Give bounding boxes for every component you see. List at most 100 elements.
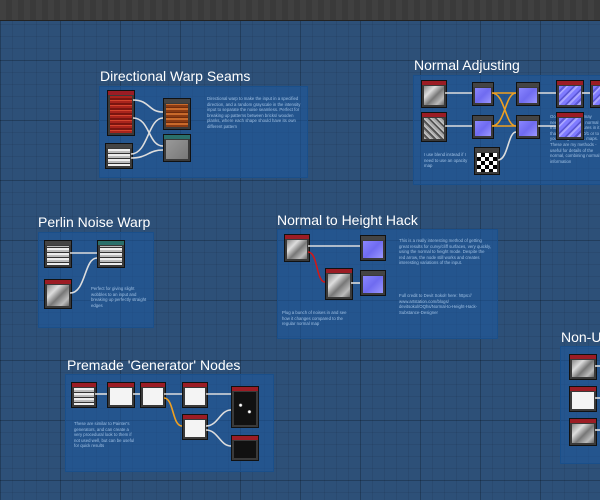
wire — [205, 429, 232, 447]
wire — [205, 409, 232, 427]
wire — [491, 92, 517, 127]
frame-note: Perfect for giving slight wobbles to an … — [91, 286, 147, 308]
frame-note-left: I use blend instead if I need to use an … — [424, 152, 468, 169]
node-header — [570, 419, 596, 423]
normal-map-node[interactable] — [360, 235, 386, 261]
frame-note: These are similar to Painter's generator… — [74, 421, 135, 449]
node-header — [232, 436, 258, 440]
node-header — [591, 81, 600, 85]
node-header — [232, 387, 258, 391]
wire — [132, 99, 164, 113]
node-header — [517, 116, 539, 120]
node-thumbnail — [100, 246, 122, 265]
normal-node-1[interactable] — [472, 82, 494, 106]
node-thumbnail — [287, 240, 307, 259]
frame-note-credit: Full credit to Devit Sokol! here: https:… — [399, 293, 478, 315]
grayscale-node[interactable] — [105, 143, 133, 169]
node-header — [517, 83, 539, 87]
node-thumbnail — [110, 96, 132, 133]
normal-output-node-2[interactable] — [556, 112, 584, 140]
generator-output-node-1[interactable] — [231, 386, 259, 428]
height-normal-node[interactable] — [360, 270, 386, 296]
generator-output-node-2[interactable] — [231, 435, 259, 461]
frame-title-premade-generator: Premade 'Generator' Nodes — [67, 357, 241, 373]
node-thumbnail — [234, 441, 256, 458]
wire — [130, 149, 164, 159]
generator-node-5[interactable] — [182, 414, 208, 440]
wire — [497, 131, 517, 161]
output-gray-node[interactable] — [163, 134, 191, 162]
node-thumbnail — [519, 88, 537, 103]
node-header — [473, 116, 493, 120]
node-header — [473, 83, 493, 87]
node-thumbnail — [108, 149, 130, 166]
node-header — [361, 236, 385, 240]
node-thumbnail — [572, 424, 594, 443]
generator-input-node[interactable] — [71, 382, 97, 408]
node-thumbnail — [166, 140, 188, 159]
node-header — [570, 387, 596, 391]
node-thumbnail — [572, 392, 594, 409]
frame-title-perlin-noise-warp: Perlin Noise Warp — [38, 214, 151, 230]
node-header — [164, 99, 190, 103]
wood-input-node[interactable] — [107, 90, 135, 136]
node-thumbnail — [424, 118, 444, 139]
normal-input-node-1[interactable] — [421, 80, 447, 108]
generator-node-2[interactable] — [107, 382, 135, 408]
node-thumbnail — [477, 153, 497, 172]
checker-mask-node[interactable] — [474, 147, 500, 175]
node-header — [326, 269, 352, 273]
normal-combine-node-1[interactable] — [516, 82, 540, 106]
node-thumbnail — [47, 246, 69, 265]
node-thumbnail — [328, 274, 350, 297]
node-header — [108, 383, 134, 387]
normal-to-height-node[interactable] — [325, 268, 353, 300]
node-header — [141, 383, 165, 387]
generator-node-4[interactable] — [182, 382, 208, 408]
wire — [132, 117, 164, 147]
node-thumbnail — [559, 118, 581, 137]
noise-input-node[interactable] — [284, 234, 310, 262]
perlin-warp-node[interactable] — [97, 240, 125, 268]
node-header — [183, 415, 207, 419]
node-header — [422, 81, 446, 85]
top-toolbar — [0, 0, 600, 21]
node-thumbnail — [74, 388, 94, 405]
node-header — [361, 271, 385, 275]
node-thumbnail — [185, 420, 205, 437]
directional-warp-node[interactable] — [163, 98, 191, 130]
node-thumbnail — [110, 388, 132, 405]
node-thumbnail — [166, 104, 188, 127]
frame-title-normal-to-height: Normal to Height Hack — [277, 212, 418, 228]
node-thumbnail — [234, 392, 256, 425]
normal-node-2[interactable] — [472, 115, 494, 139]
node-thumbnail — [593, 86, 600, 105]
node-header — [45, 241, 71, 245]
normal-combine-node-2[interactable] — [516, 115, 540, 139]
generator-node-3[interactable] — [140, 382, 166, 408]
non-uniform-node-1[interactable] — [569, 354, 597, 380]
perlin-input-node[interactable] — [44, 240, 72, 268]
toolbar-grip — [0, 0, 600, 20]
node-header — [72, 383, 96, 387]
frame-note-bottom: Plug a bunch of noises in and see how it… — [282, 310, 347, 327]
node-thumbnail — [47, 285, 69, 306]
node-header — [557, 113, 583, 117]
non-uniform-node-3[interactable] — [569, 418, 597, 446]
frame-title-normal-adjusting: Normal Adjusting — [414, 57, 520, 73]
normal-output-node-1[interactable] — [556, 80, 584, 108]
node-thumbnail — [424, 86, 444, 105]
node-header — [164, 135, 190, 139]
node-thumbnail — [559, 86, 581, 105]
normal-output-node-3[interactable] — [590, 80, 600, 108]
non-uniform-node-2[interactable] — [569, 386, 597, 412]
frame-normal-to-height[interactable]: This is a really interesting method of g… — [277, 229, 498, 339]
perlin-noise-node[interactable] — [44, 279, 72, 309]
node-thumbnail — [143, 388, 163, 405]
normal-input-node-2[interactable] — [421, 112, 447, 142]
wire — [69, 257, 98, 294]
node-header — [98, 241, 124, 245]
node-header — [475, 148, 499, 152]
node-header — [557, 81, 583, 85]
